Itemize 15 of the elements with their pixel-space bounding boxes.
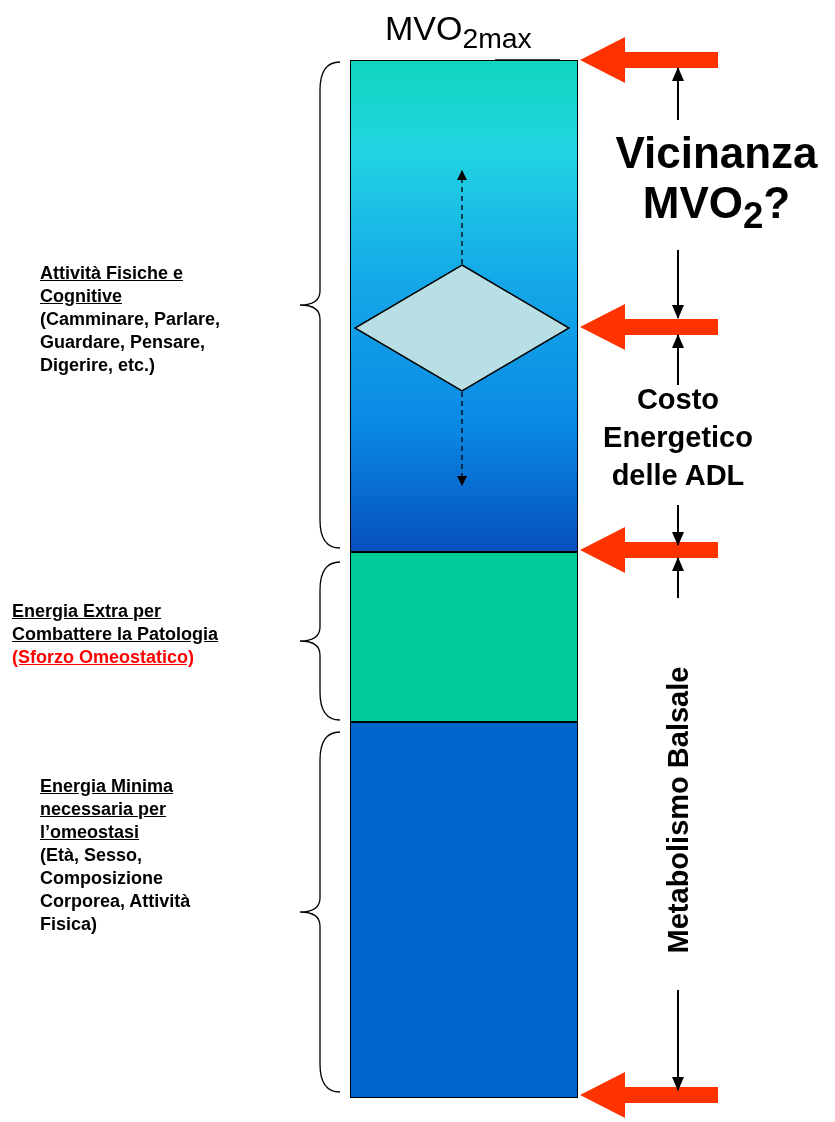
dashed-arrow xyxy=(457,391,467,486)
cost-label: Costo Energetico delle ADL xyxy=(602,382,754,493)
bar-segment xyxy=(350,60,578,552)
side-note: (Camminare, Parlare, Guardare, Pensare, Digerire, etc.) xyxy=(40,308,222,377)
side-note: (Età, Sesso, Composizione Corporea, Attività Fisica) xyxy=(40,844,192,936)
bar-segment xyxy=(350,552,578,722)
side-heading: Energia Minima necessaria per l’omeostasi xyxy=(40,775,175,844)
side-heading: Attività Fisiche e Cognitive xyxy=(40,262,185,308)
dashed-arrow xyxy=(457,170,467,265)
proximity-label: Vicinanza MVO$_{2}$? xyxy=(614,128,819,238)
side-note: (Sforzo Omeostatico) xyxy=(12,646,195,669)
max-label: MVO$_{2max}$ xyxy=(385,8,533,56)
bar-segment xyxy=(350,722,578,1098)
vertical-label: Metabolismo Balsale xyxy=(661,665,695,956)
side-heading: Energia Extra per Combattere la Patologia xyxy=(12,600,220,646)
